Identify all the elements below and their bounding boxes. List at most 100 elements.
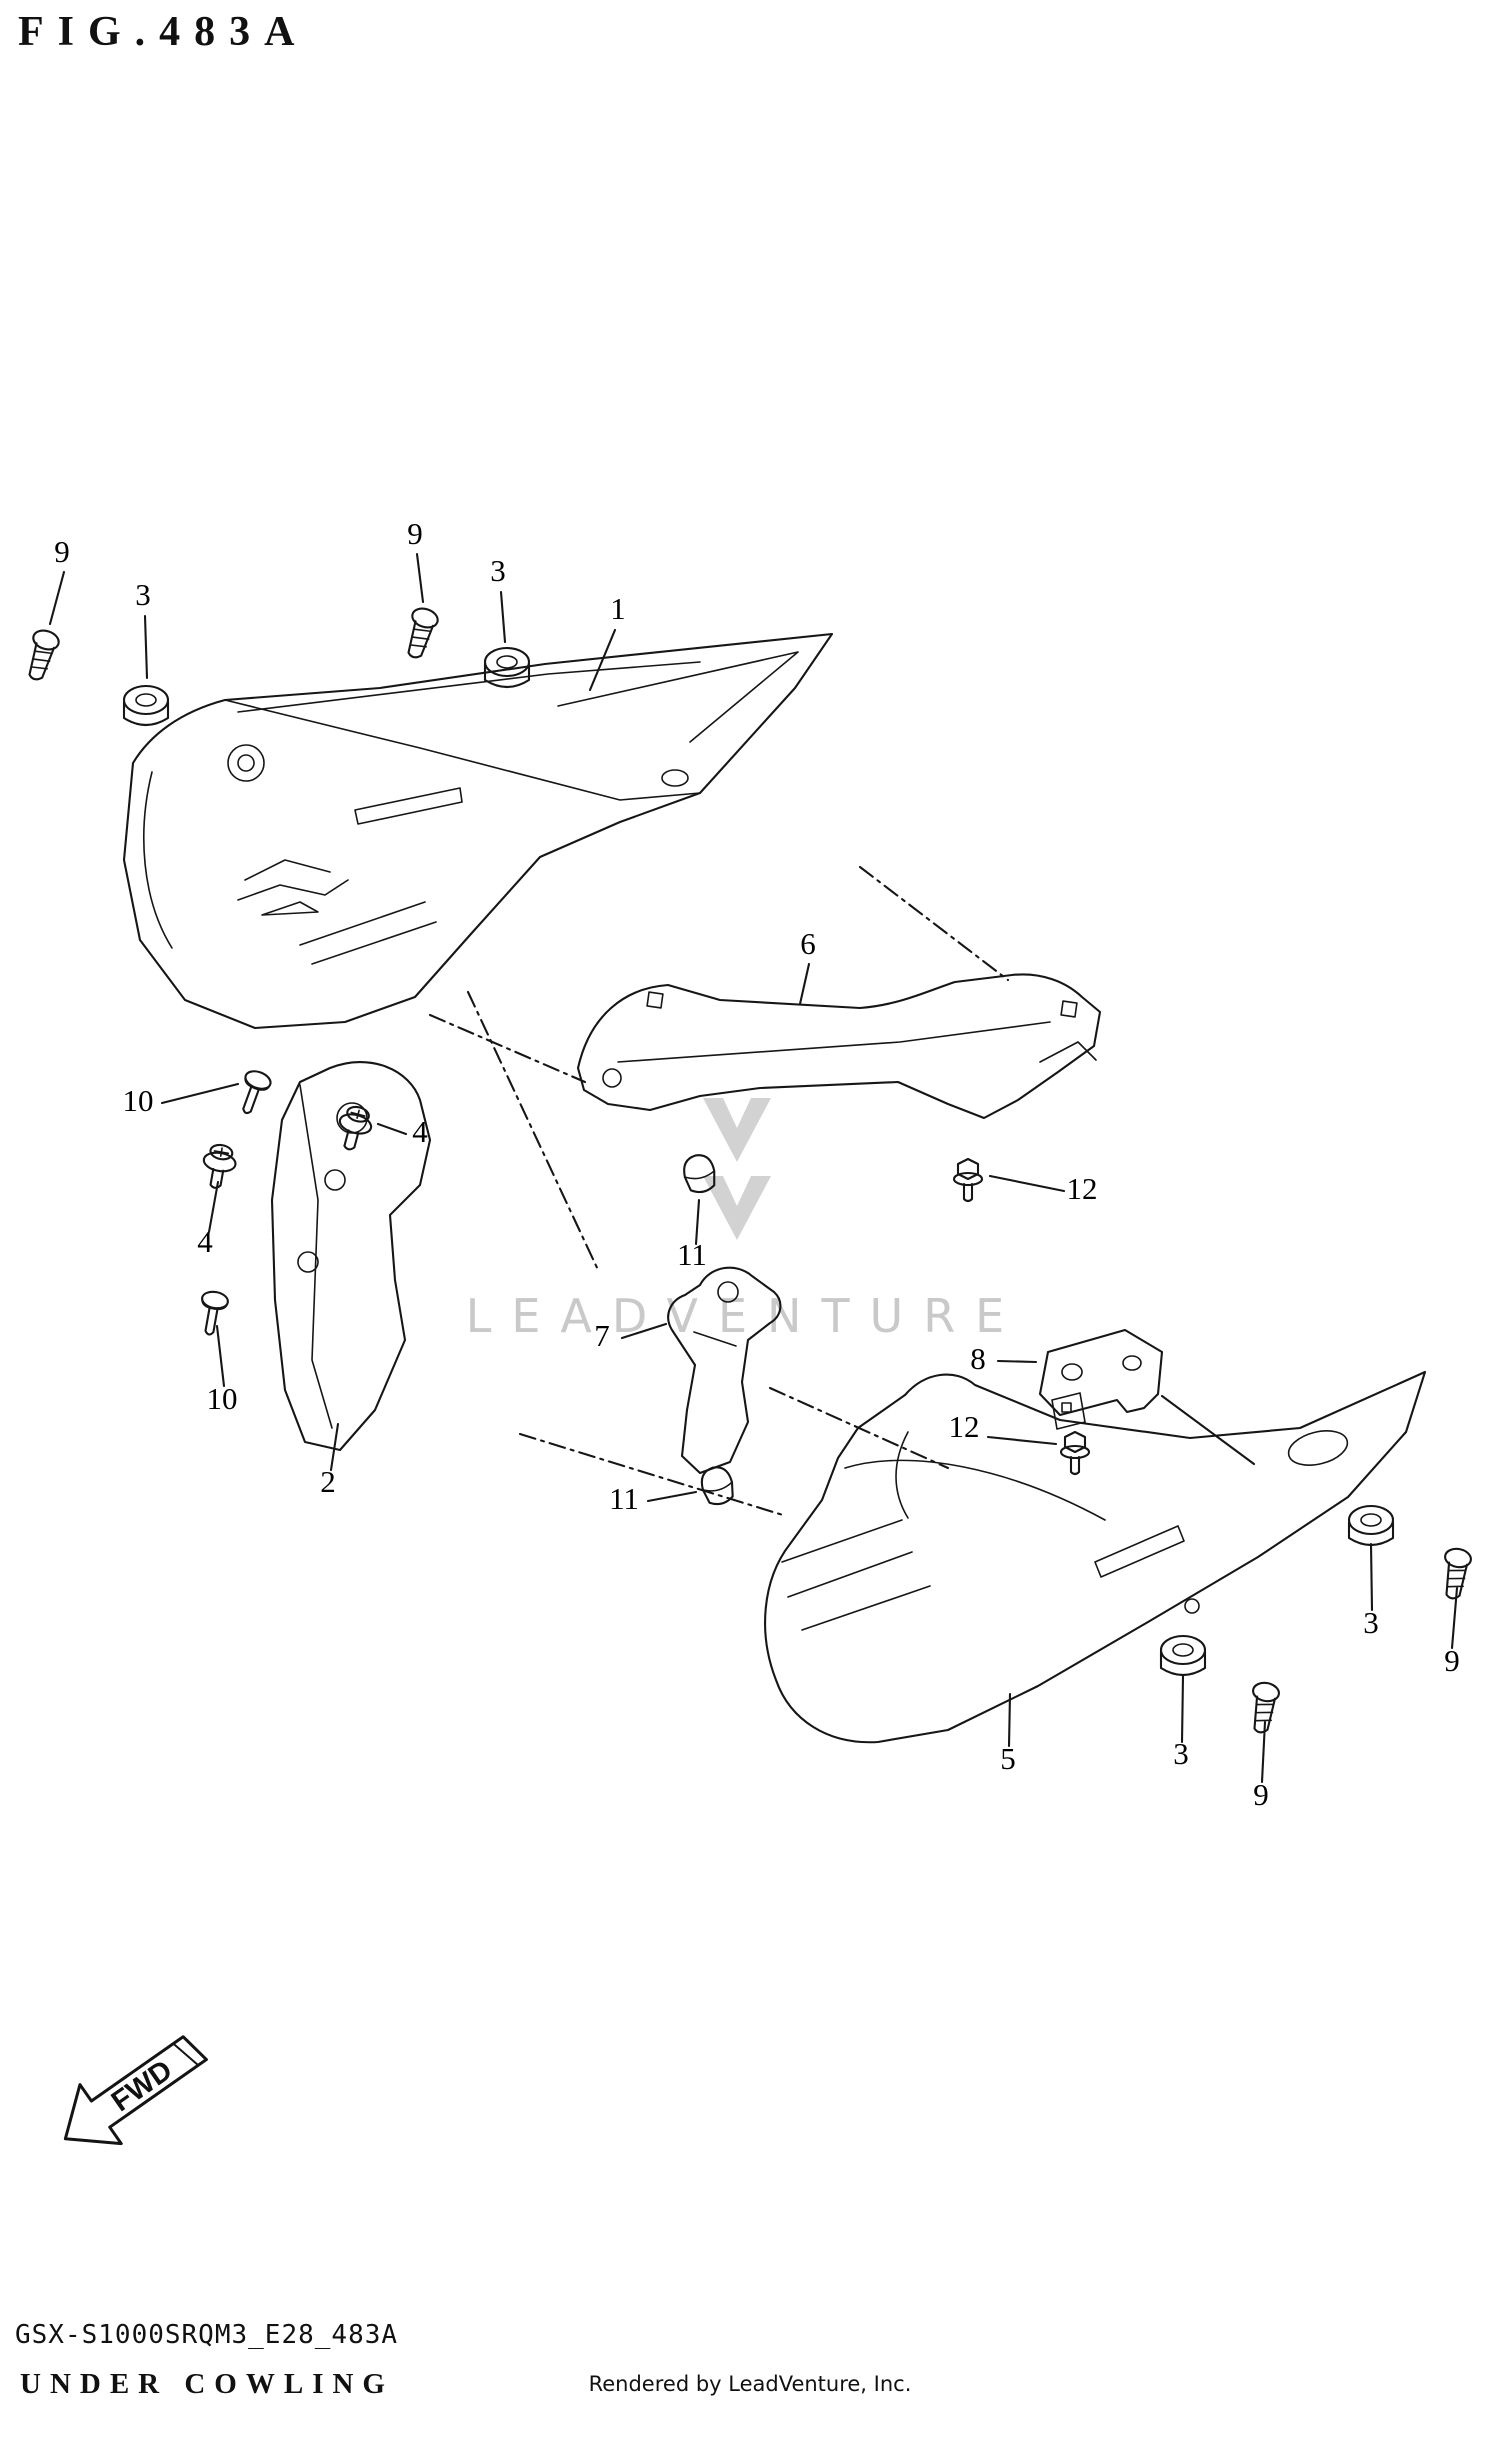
callout-10-lower: 10 [207,1381,238,1416]
callout-3-top-left: 3 [135,577,151,612]
screw-shank [28,642,56,681]
small-hole [1184,1598,1200,1614]
bolt-shank [343,1129,360,1151]
callout-7: 7 [594,1318,610,1353]
footer-model-code: GSX-S1000SRQM3_E28_483A [15,2320,399,2350]
screw-head [1252,1681,1280,1703]
part-outline [667,1266,782,1475]
grommet-rim [122,684,170,716]
callout-9-right: 9 [1444,1643,1460,1678]
centerline-3 [858,865,1010,982]
leader-8 [996,1359,1038,1364]
screw-10-upper [242,1070,272,1115]
callout-3-top-mid: 3 [490,553,506,588]
figure-title: FIG.483A [18,9,309,55]
fwd-arrow-tail-stripe [172,2042,199,2067]
callout-10-upper: 10 [123,1083,154,1118]
callout-4-lower: 4 [197,1224,213,1259]
bolt-12-right [952,1157,984,1203]
screw-threads [1447,1569,1466,1588]
leader-2 [329,1422,340,1472]
cap-body [700,1466,734,1506]
vent-detail-2 [237,879,349,901]
screw-9-top-left [28,629,60,681]
screw-shank [242,1086,260,1115]
grommet-hole [1172,1643,1194,1657]
grommet-body [122,700,170,727]
footer-figure-name: UNDER COWLING [20,2368,394,2400]
tab [1051,1392,1086,1430]
part-outline [764,1370,1427,1744]
callout-2: 2 [320,1464,336,1499]
screw-10-lower [201,1290,229,1336]
grommet-hole [496,655,518,669]
blade-detail [557,651,799,743]
screw-head [411,607,439,629]
leader-11-lower [646,1490,698,1503]
leader-9-top-mid [415,552,425,604]
hole-1 [1061,1363,1083,1381]
screw-shank [1445,1561,1469,1600]
part-outline [122,632,834,1030]
callout-4-upper: 4 [412,1114,428,1149]
grommet-3-top-mid [483,646,531,689]
leader-4-upper [376,1122,408,1136]
leader-9-right [1450,1586,1459,1650]
inner-line [693,1331,737,1347]
leader-3-top-left [143,614,149,680]
slot-detail [354,787,463,825]
part-5-lower-cowling [764,1370,1427,1744]
vent-detail-1 [244,859,331,881]
fwd-direction-arrow: FWD [63,2035,208,2146]
leader-3-top-mid [499,590,507,644]
centerline-1 [466,990,601,1274]
fold-line [299,1084,333,1429]
leader-7 [620,1322,668,1340]
grommet-body [483,662,531,689]
part-outline [270,1061,432,1452]
callout-5: 5 [1000,1741,1016,1776]
right-hook-detail [1039,1041,1097,1063]
callout-6: 6 [800,926,816,961]
part-8-hinge-bracket [1038,1328,1256,1466]
bracket-hole [717,1281,739,1303]
grommet-rim [1347,1504,1395,1536]
grommet-3-bottom [1159,1634,1207,1677]
mount-hole [602,1068,622,1088]
screw-9-top-mid [407,607,439,659]
leader-12-right [988,1174,1066,1193]
tab-hole [1061,1402,1072,1413]
side-hole [1287,1430,1349,1466]
screw-9-bottom [1252,1681,1280,1734]
speed-line-2 [787,1551,913,1598]
screw-threads [410,628,431,648]
callout-3-right: 3 [1363,1605,1379,1640]
leader-lines [48,552,1459,1784]
screw-head [32,629,60,651]
centerline-5 [518,1432,788,1518]
bolt-washer [338,1113,373,1135]
screw-shank [204,1307,219,1336]
cap-rim [684,1170,716,1180]
grommet-hole [135,693,157,707]
leader-5 [1007,1692,1012,1748]
callout-11-upper: 11 [677,1237,707,1272]
shank [1069,1455,1081,1476]
fwd-arrow-shape [63,2035,208,2146]
leader-9-top-left [48,570,66,626]
fold-line [617,1021,1051,1063]
watermark-text: LEADVENTURE [466,1289,1025,1343]
hex-head [956,1157,980,1181]
grommet-rim [483,646,531,678]
leader-10-lower [215,1324,226,1388]
centerline-2 [428,1013,587,1084]
left-inner-line [143,771,173,949]
bolt-4-lower [202,1143,237,1189]
leader-12-lower [986,1435,1058,1446]
bolt-head [346,1105,370,1123]
leader-10-upper [160,1082,240,1105]
tip-hole [661,769,689,787]
callout-11-lower: 11 [609,1481,639,1516]
bracket-hole-2 [324,1169,346,1191]
